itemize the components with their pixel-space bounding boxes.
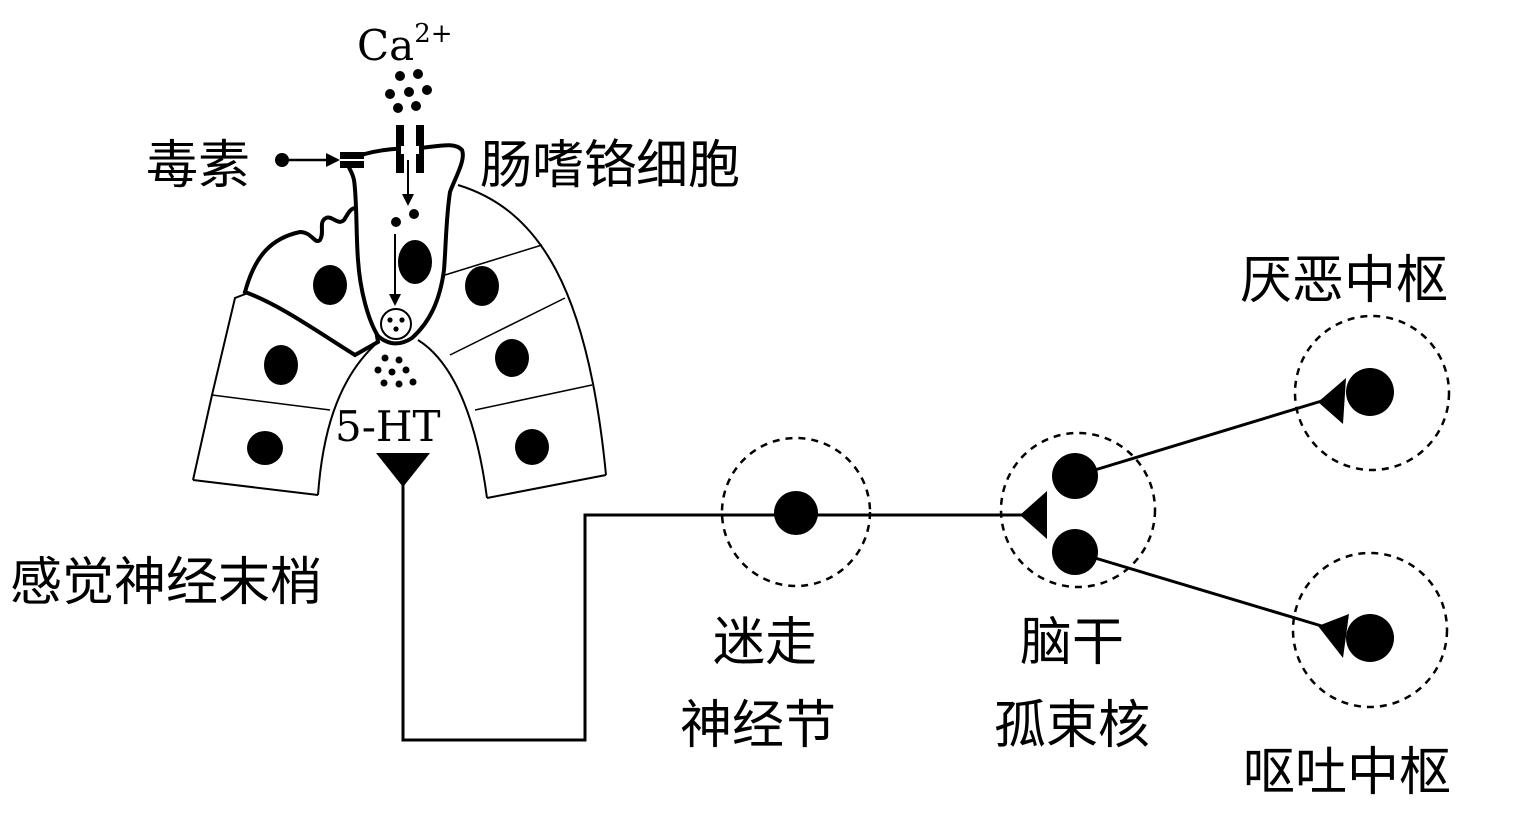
calcium-ions-inside (391, 209, 419, 227)
disgust-center-label: 厌恶中枢 (1240, 251, 1448, 311)
epithelium-outer-edge (192, 292, 249, 481)
calcium-channel (396, 125, 424, 173)
epithelial-cell-left-upper (242, 205, 381, 358)
toxin-molecule (275, 153, 289, 167)
disgust-center (1293, 314, 1451, 472)
vomit-center-label: 呕吐中枢 (1243, 743, 1451, 803)
ec-cell-label: 肠嗜铬细胞 (480, 136, 740, 196)
nts-label-line1: 脑干 (1020, 613, 1124, 673)
epithelium-bottom-right (486, 474, 607, 499)
nts-to-disgust-fiber (1074, 398, 1326, 478)
sensory-ending-label: 感觉神经末梢 (10, 553, 322, 613)
vesicle-trigger-arrow (389, 234, 401, 306)
nts-to-vomit-fiber (1074, 550, 1326, 629)
epithelium-outer-edge-right (457, 184, 607, 476)
toxin-arrow (289, 153, 340, 167)
calcium-influx-arrow (402, 160, 414, 206)
cell-divider-left-lower (211, 394, 331, 411)
cell-divider-right-3 (474, 384, 593, 411)
sensory-afferent-fiber (401, 485, 1025, 742)
ec-cell-nucleus (398, 240, 432, 284)
epithelial-nuclei (247, 265, 549, 465)
toxin-label: 毒素 (146, 136, 250, 196)
serotonin-label: 5-HT (335, 402, 441, 451)
calcium-ions-outside (385, 69, 432, 113)
vagal-ganglion-label-line1: 迷走 (713, 613, 817, 673)
cell-divider-right-2 (449, 297, 566, 356)
toxin-receptor (340, 152, 364, 168)
released-serotonin (374, 354, 417, 388)
vagal-ganglion-label-line2: 神经节 (680, 696, 836, 756)
nts-label-line2: 孤束核 (994, 696, 1150, 756)
nucleus-tractus-solitarius (999, 431, 1157, 589)
cell-divider-right-1 (444, 244, 543, 276)
serotonin-vesicle (380, 308, 412, 340)
calcium-label: Ca2+ (357, 19, 453, 70)
vagal-ganglion (720, 436, 872, 588)
intestinal-epithelium (192, 184, 607, 499)
epithelium-inner-edge (317, 341, 379, 496)
epithelium-bottom-left (192, 479, 319, 496)
sensory-nerve-ending-terminal (376, 453, 430, 487)
epithelium-inner-edge-right (417, 339, 488, 499)
vomiting-center (1291, 551, 1449, 709)
